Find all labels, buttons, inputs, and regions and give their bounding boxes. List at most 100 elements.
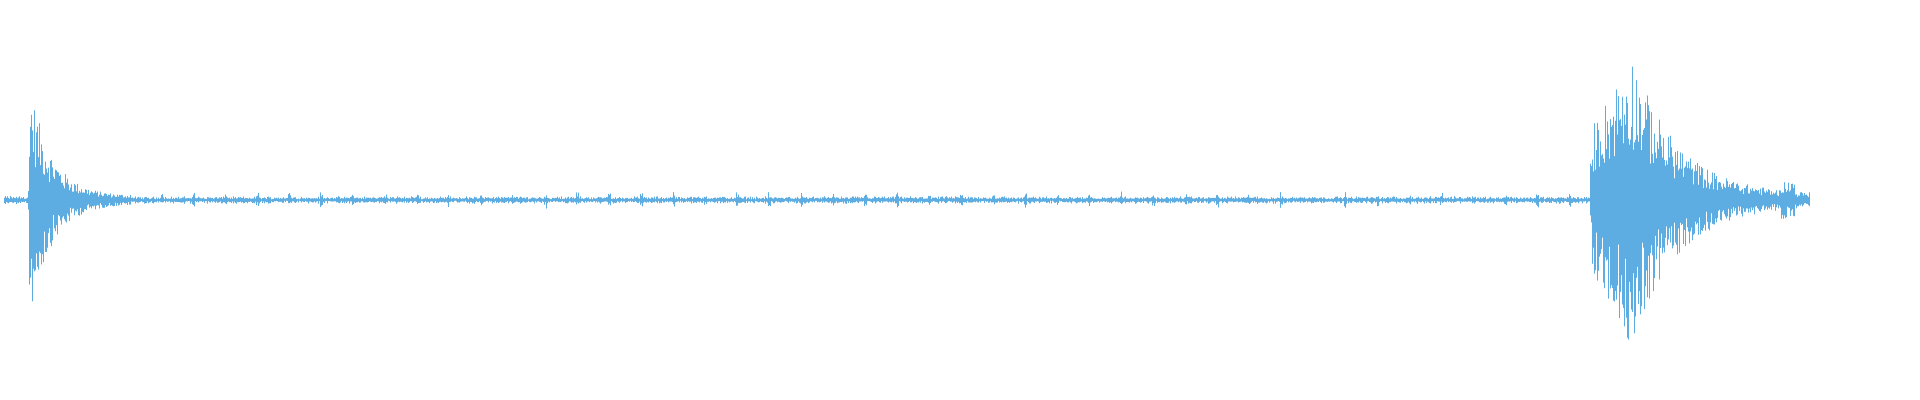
waveform-bar <box>1769 189 1770 209</box>
waveform-bar <box>748 197 749 202</box>
waveform-bar <box>1559 197 1560 204</box>
waveform-bar <box>1666 160 1667 227</box>
waveform-bar <box>440 196 441 202</box>
waveform-bar <box>733 198 734 203</box>
waveform-bar <box>1686 161 1687 219</box>
waveform-bar <box>1311 198 1312 204</box>
waveform-bar <box>697 197 698 202</box>
waveform-bar <box>1469 197 1470 202</box>
waveform-bar <box>539 197 540 202</box>
waveform-bar <box>363 198 364 203</box>
waveform-bar <box>1424 197 1425 204</box>
waveform-bar <box>1467 196 1468 202</box>
waveform-bar <box>1405 198 1406 203</box>
waveform-bar <box>1739 190 1740 211</box>
waveform-bar <box>1344 197 1345 207</box>
waveform-bar <box>1775 192 1776 211</box>
waveform-bar <box>1538 195 1539 208</box>
waveform-bar <box>892 196 893 202</box>
waveform-bar <box>487 197 488 202</box>
waveform-bar <box>683 198 684 203</box>
waveform-bar <box>1804 193 1805 204</box>
waveform-bar <box>1616 89 1617 300</box>
waveform-bar <box>1679 168 1680 253</box>
waveform-bar <box>120 195 121 203</box>
waveform-bar <box>1781 193 1782 219</box>
waveform-bar <box>122 195 123 203</box>
waveform-bar <box>1800 192 1801 206</box>
waveform-bar <box>155 199 156 202</box>
waveform-bar <box>1747 184 1748 209</box>
waveform-bar <box>216 197 217 202</box>
waveform-bar <box>756 196 757 202</box>
waveform-bar <box>1757 190 1758 208</box>
waveform-bar <box>1026 193 1027 205</box>
waveform-bar <box>678 197 679 202</box>
waveform-bar <box>698 196 699 202</box>
waveform-bar <box>1428 198 1429 203</box>
waveform-bar <box>867 197 868 202</box>
waveform-bar <box>70 187 71 208</box>
waveform-bar <box>418 195 419 203</box>
waveform-bar <box>532 197 533 202</box>
waveform-bar <box>608 193 609 205</box>
waveform-bar <box>1756 190 1757 206</box>
waveform-bar <box>349 198 350 204</box>
waveform-bar <box>1748 193 1749 213</box>
waveform-bar <box>1697 162 1698 223</box>
waveform-bar <box>845 197 846 204</box>
waveform-bar <box>1248 194 1249 203</box>
waveform-bar <box>199 197 200 202</box>
waveform-bar <box>1752 188 1753 211</box>
waveform-bar <box>512 195 513 204</box>
waveform-bar <box>1735 188 1736 208</box>
waveform-bar <box>1649 111 1650 299</box>
waveform-bar <box>494 199 495 203</box>
waveform-bar <box>690 196 691 202</box>
waveform-bar <box>1590 163 1591 216</box>
waveform-bar <box>1650 163 1651 254</box>
waveform-bar <box>1743 193 1744 209</box>
waveform-bar <box>1009 198 1010 203</box>
waveform-bar <box>1135 197 1136 204</box>
waveform-bar <box>1623 143 1624 308</box>
waveform-bar <box>1004 196 1005 203</box>
waveform-bar <box>43 173 44 263</box>
waveform-bar <box>57 171 58 235</box>
waveform-bar <box>1296 197 1297 202</box>
waveform-bar <box>1614 156 1615 302</box>
waveform-bar <box>1267 198 1268 203</box>
waveform-bar <box>1780 190 1781 208</box>
waveform-bar <box>616 199 617 203</box>
waveform-bar <box>951 196 952 202</box>
waveform-bar <box>983 197 984 201</box>
waveform-bar <box>1742 188 1743 217</box>
waveform-bar <box>1652 153 1653 256</box>
waveform-bar <box>1681 168 1682 226</box>
waveform-bar <box>959 198 960 204</box>
waveform-bar <box>162 193 163 203</box>
waveform-bar <box>149 198 150 203</box>
waveform-bar <box>843 198 844 204</box>
waveform-bar <box>1759 193 1760 211</box>
waveform-bar <box>1447 197 1448 201</box>
waveform-bar <box>1761 195 1762 210</box>
waveform-bar <box>1738 185 1739 207</box>
waveform-bar <box>1684 167 1685 230</box>
waveform-bar <box>150 199 151 203</box>
waveform-bar <box>1532 198 1533 203</box>
waveform-bar <box>1218 196 1219 208</box>
waveform-bar <box>1782 192 1783 215</box>
waveform-bar <box>1793 187 1794 216</box>
waveform-bar <box>1655 152 1656 236</box>
waveform-bar <box>534 197 535 204</box>
waveform-bar <box>881 197 882 202</box>
waveform-bar <box>161 195 162 203</box>
waveform-bar <box>942 196 943 202</box>
waveform-bar <box>1393 196 1394 202</box>
waveform-bar <box>129 197 130 205</box>
waveform-bar <box>1787 190 1788 207</box>
waveform-bar <box>734 197 735 201</box>
waveform-bar <box>737 197 738 206</box>
waveform-bar <box>1055 198 1056 203</box>
